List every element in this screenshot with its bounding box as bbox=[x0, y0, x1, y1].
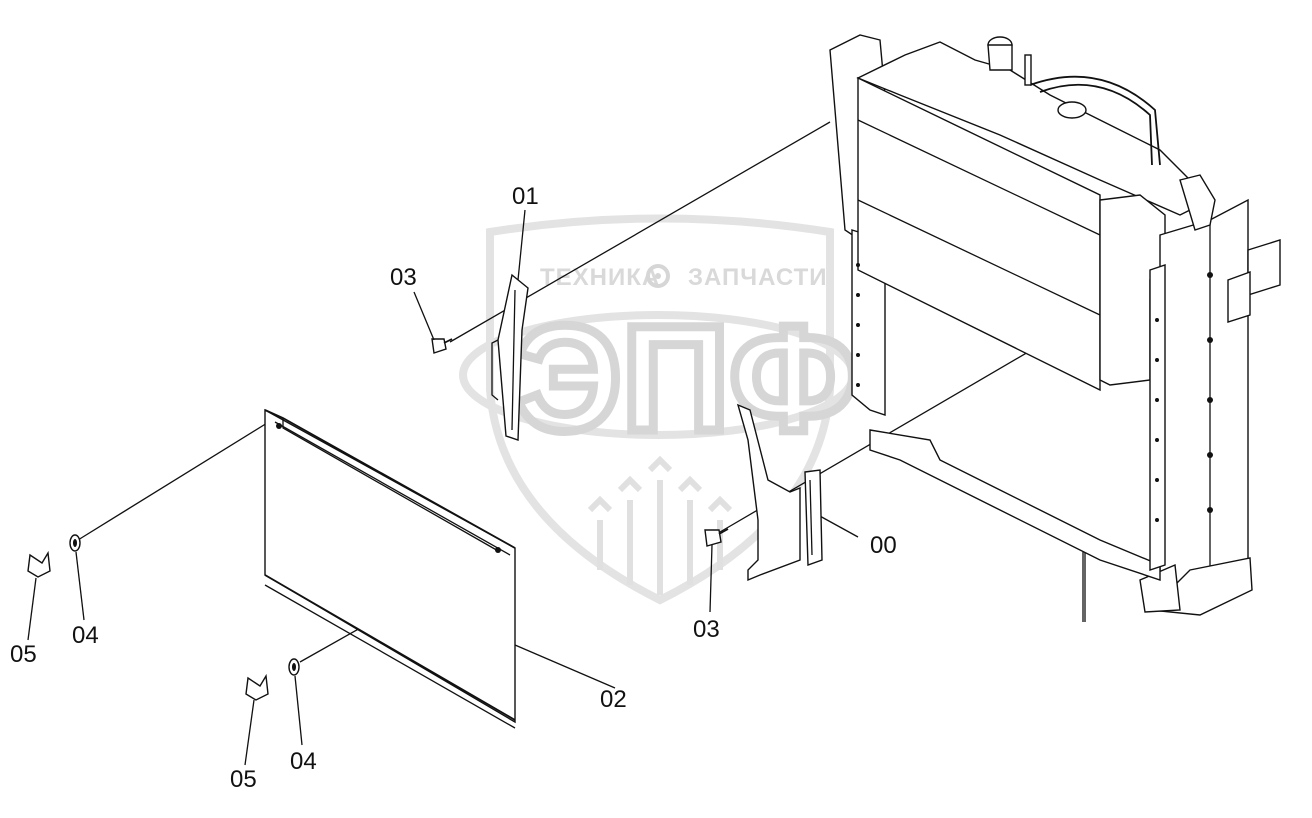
callout-02: 02 bbox=[600, 686, 627, 713]
gear-icon bbox=[646, 264, 670, 288]
callout-01: 01 bbox=[512, 183, 539, 210]
washer-upper-hole bbox=[73, 539, 77, 547]
screen-panel bbox=[264, 408, 516, 729]
radiator-assembly bbox=[829, 34, 1281, 616]
callout-04-lower: 04 bbox=[290, 748, 317, 775]
watermark: ТЕХНИКА ЗАПЧАСТИ ЭПФ bbox=[459, 214, 862, 605]
wing-nut-lower bbox=[245, 673, 269, 701]
callout-00: 00 bbox=[870, 532, 897, 559]
washer-lower-hole bbox=[292, 663, 296, 671]
callout-03-lower: 03 bbox=[693, 616, 720, 643]
watermark-right-text: ЗАПЧАСТИ bbox=[688, 264, 828, 291]
callout-03-upper: 03 bbox=[390, 264, 417, 291]
callouts: 01 03 00 03 02 05 04 05 04 bbox=[10, 183, 897, 793]
radiator-cap bbox=[1057, 101, 1087, 119]
bracket-lower bbox=[736, 403, 823, 582]
callout-05-lower: 05 bbox=[230, 766, 257, 793]
frame-bolt-holes bbox=[856, 263, 1213, 522]
watermark-logo: ЭПФ bbox=[515, 294, 858, 462]
bracket-upper bbox=[491, 273, 529, 441]
bolt-lower bbox=[704, 528, 729, 547]
callout-04-upper: 04 bbox=[72, 622, 99, 649]
bolt-upper bbox=[431, 338, 453, 354]
callout-leaders bbox=[27, 209, 713, 766]
watermark-wheat-icon bbox=[587, 455, 733, 595]
callout-05-upper: 05 bbox=[10, 641, 37, 668]
watermark-left-text: ТЕХНИКА bbox=[540, 264, 660, 291]
wing-nut-upper bbox=[27, 550, 51, 578]
